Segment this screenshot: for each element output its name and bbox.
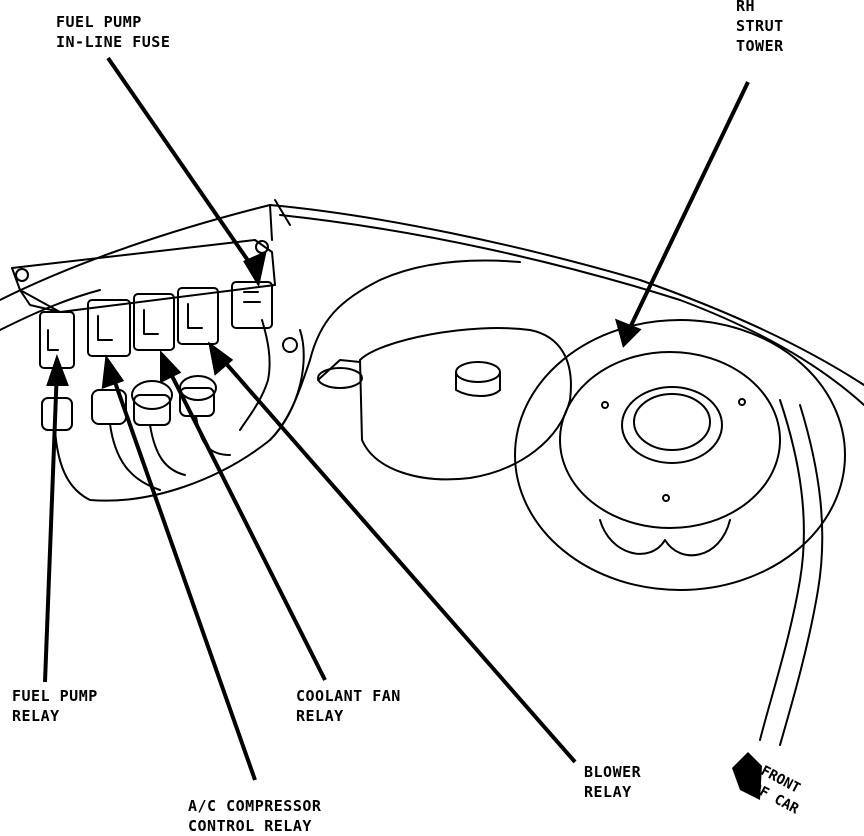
strut-tower-lobes xyxy=(599,519,731,557)
strut-tower-cap xyxy=(621,386,723,464)
label-fuel-pump-relay: FUEL PUMP RELAY xyxy=(12,686,98,726)
arrowhead-blower-relay xyxy=(208,341,234,376)
front-arrow-icon xyxy=(732,752,762,800)
leader-blower-relay xyxy=(214,350,577,764)
label-line: RH xyxy=(736,0,756,15)
relay-blower xyxy=(177,287,219,345)
reservoir-bracket xyxy=(317,359,361,381)
strut-tower-outer xyxy=(514,319,846,591)
strut-tower-cap-inner xyxy=(633,393,711,451)
label-line: BLOWER xyxy=(584,763,642,781)
leader-ac-relay xyxy=(108,367,257,781)
label-line: TOWER xyxy=(736,37,784,55)
fender-lip xyxy=(269,199,291,241)
arrowhead-coolant-relay xyxy=(160,349,182,384)
label-line: FUEL PUMP xyxy=(12,687,98,705)
bay-side-edge xyxy=(0,289,101,331)
label-ac-compressor-relay: A/C COMPRESSOR CONTROL RELAY xyxy=(188,796,321,836)
strut-tower-mid xyxy=(559,351,781,529)
arrowhead-fuel-pump-relay xyxy=(46,354,69,386)
strut-bolt-1 xyxy=(601,401,609,409)
label-blower-relay: BLOWER RELAY xyxy=(584,762,641,802)
label-line: COOLANT FAN xyxy=(296,687,401,705)
side-hose xyxy=(759,399,805,741)
label-line: FUEL PUMP xyxy=(56,13,142,31)
label-rh-strut-tower: RH STRUT TOWER xyxy=(736,0,784,56)
leader-lines xyxy=(43,56,750,781)
fender-outline xyxy=(0,204,864,386)
arrowhead-fuse xyxy=(243,250,267,288)
strut-bolt-2 xyxy=(738,398,746,406)
bracket-bolt-left xyxy=(15,268,29,282)
arrowhead-ac-relay xyxy=(101,354,125,389)
label-fuel-pump-fuse: FUEL PUMP IN-LINE FUSE xyxy=(56,12,170,52)
relay-coolant-fan xyxy=(133,293,175,351)
strut-bolt-3 xyxy=(662,494,670,502)
fuse-lead xyxy=(239,319,271,431)
ground-eyelet xyxy=(282,337,298,353)
fender-inner-line xyxy=(279,214,864,406)
reservoir-mount xyxy=(317,367,363,389)
relay-bracket-flange xyxy=(19,289,61,313)
arrowhead-strut xyxy=(615,318,642,348)
wire-harness xyxy=(54,329,305,502)
label-line: RELAY xyxy=(584,783,632,801)
leader-fuel-pump-relay xyxy=(43,367,59,683)
label-line: IN-LINE FUSE xyxy=(56,33,171,51)
label-coolant-fan-relay: COOLANT FAN RELAY xyxy=(296,686,401,726)
wire-harness-3 xyxy=(269,259,521,441)
coolant-reservoir xyxy=(359,327,572,481)
label-line: STRUT xyxy=(736,17,784,35)
label-line: CONTROL RELAY xyxy=(188,817,312,835)
label-line: RELAY xyxy=(296,707,344,725)
leader-strut xyxy=(624,81,750,337)
fuse-holder xyxy=(231,281,273,329)
side-hose-2 xyxy=(779,404,824,746)
reservoir-cap-side xyxy=(455,371,501,397)
label-line: A/C COMPRESSOR xyxy=(188,797,322,815)
reservoir-cap xyxy=(455,361,501,383)
leader-coolant-relay xyxy=(163,361,327,681)
relay-ac-compressor xyxy=(87,299,131,357)
label-line: RELAY xyxy=(12,707,60,725)
leader-fuse xyxy=(106,56,260,277)
